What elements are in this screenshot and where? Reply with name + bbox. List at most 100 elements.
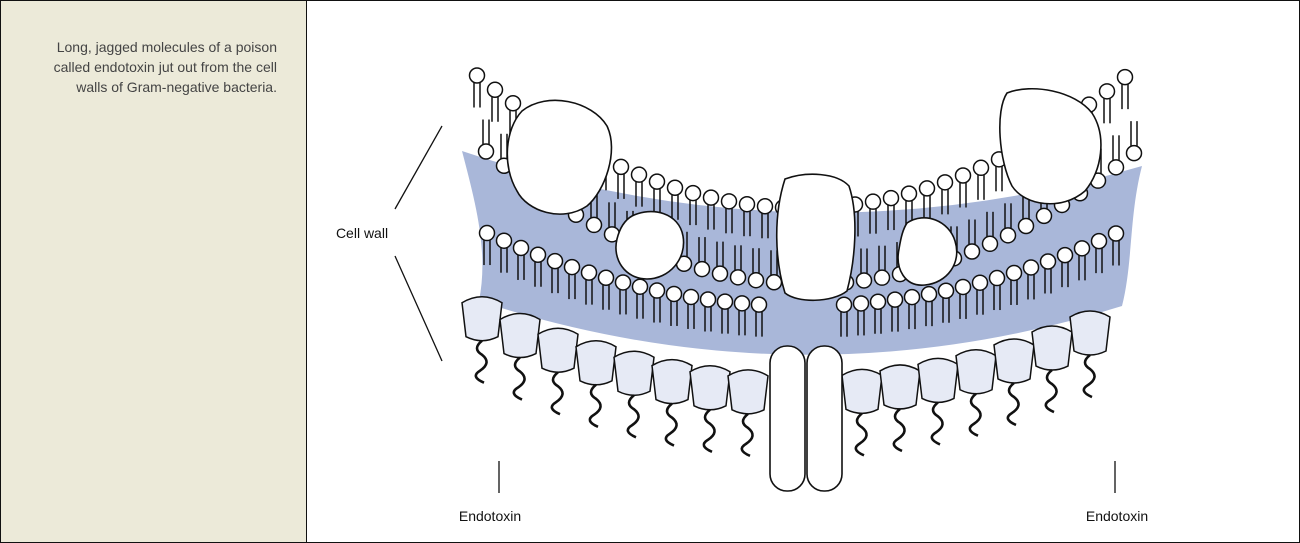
lps-molecule: [842, 369, 882, 455]
lipid-head: [548, 254, 563, 269]
endotoxin-chain: [742, 414, 753, 456]
lipid-head: [983, 236, 998, 251]
lipid-head: [695, 262, 710, 277]
lipid-head: [684, 289, 699, 304]
lipid-head: [1118, 70, 1133, 85]
lipid-head: [837, 297, 852, 312]
lps-molecule: [880, 365, 920, 451]
lipid-head: [686, 186, 701, 201]
cell-wall-diagram: Cell wall Endotoxin Endotoxin: [307, 1, 1299, 542]
endotoxin-chain: [1046, 370, 1057, 412]
lipid-head: [871, 294, 886, 309]
lipid-head: [616, 275, 631, 290]
lipid-head: [668, 180, 683, 195]
outer-leaflet-lipid: [470, 68, 485, 108]
lipid-head: [614, 159, 629, 174]
lipid-head: [922, 287, 937, 302]
lipid-head: [1001, 228, 1016, 243]
lipid-head: [888, 292, 903, 307]
lipid-head: [854, 296, 869, 311]
lps-molecule: [956, 350, 996, 436]
lipid-head: [599, 270, 614, 285]
lipid-head: [1127, 146, 1142, 161]
endotoxin-chain: [590, 385, 601, 427]
lps-core: [1070, 311, 1110, 355]
lipid-head: [735, 296, 750, 311]
lipid-head: [632, 167, 647, 182]
caption-panel: Long, jagged molecules of a poison calle…: [1, 1, 307, 542]
lps-molecule: [576, 341, 616, 427]
endotoxin-chain: [476, 341, 487, 383]
lipid-head: [740, 197, 755, 212]
lps-core: [690, 366, 730, 410]
inner-leaflet-lipid: [1109, 135, 1124, 175]
lipid-head: [1024, 260, 1039, 275]
lipid-head: [956, 168, 971, 183]
membrane-protein: [507, 100, 611, 214]
lipid-head: [701, 292, 716, 307]
lps-core: [614, 351, 654, 395]
lps-core: [652, 360, 692, 404]
lps-molecule: [652, 360, 692, 446]
lps-core: [1032, 326, 1072, 370]
lipid-head: [965, 244, 980, 259]
lipid-head: [704, 190, 719, 205]
outer-leaflet-lipid: [1100, 84, 1115, 124]
lipid-head: [633, 279, 648, 294]
lipid-head: [731, 270, 746, 285]
lipid-head: [479, 144, 494, 159]
porin-channel: [807, 346, 842, 491]
endotoxin-label-left: Endotoxin: [459, 508, 521, 524]
lipid-head: [1037, 208, 1052, 223]
inner-leaflet-lipid: [479, 120, 494, 160]
lipid-head: [758, 199, 773, 214]
lps-molecule: [500, 314, 540, 400]
outer-leaflet-lipid: [488, 82, 503, 122]
lps-molecule: [462, 297, 502, 383]
lps-core: [462, 297, 502, 341]
lipid-head: [722, 194, 737, 209]
lipid-head: [582, 265, 597, 280]
lps-molecule: [538, 328, 578, 414]
caption-text: Long, jagged molecules of a poison calle…: [23, 37, 277, 97]
lps-molecule: [728, 370, 768, 456]
endotoxin-chain: [894, 409, 905, 451]
lipid-head: [752, 297, 767, 312]
membrane-protein: [1000, 89, 1101, 204]
lps-core: [994, 339, 1034, 383]
lipid-head: [749, 273, 764, 288]
lps-molecule: [614, 351, 654, 437]
lipid-head: [497, 233, 512, 248]
lipid-head: [506, 96, 521, 111]
porin-channel: [770, 346, 805, 491]
outer-leaflet-lipid: [1118, 70, 1133, 110]
endotoxin-chain: [514, 358, 525, 400]
lps-core: [842, 369, 882, 413]
lipid-head: [767, 275, 782, 290]
lipid-head: [565, 260, 580, 275]
lipid-head: [1109, 226, 1124, 241]
lipid-head: [920, 181, 935, 196]
endotoxin-chain: [666, 404, 677, 446]
membrane-protein: [898, 218, 957, 285]
lipid-head: [974, 160, 989, 175]
cell-wall-pointer-top: [395, 126, 442, 209]
lps-core: [918, 358, 958, 402]
endotoxin-chain: [1008, 383, 1019, 425]
lipid-head: [938, 175, 953, 190]
cell-wall-label: Cell wall: [336, 225, 388, 241]
lipid-head: [713, 266, 728, 281]
lipid-head: [875, 270, 890, 285]
endotoxin-chain: [552, 372, 563, 414]
lipid-head: [1007, 265, 1022, 280]
membrane-protein: [777, 174, 855, 300]
lipid-head: [884, 191, 899, 206]
lipid-head: [531, 247, 546, 262]
lipid-head: [1100, 84, 1115, 99]
endotoxin-chain: [704, 410, 715, 452]
lipid-head: [488, 82, 503, 97]
lipid-head: [1075, 241, 1090, 256]
endotoxin-chain: [970, 394, 981, 436]
inner-leaflet-lipid: [1127, 121, 1142, 161]
